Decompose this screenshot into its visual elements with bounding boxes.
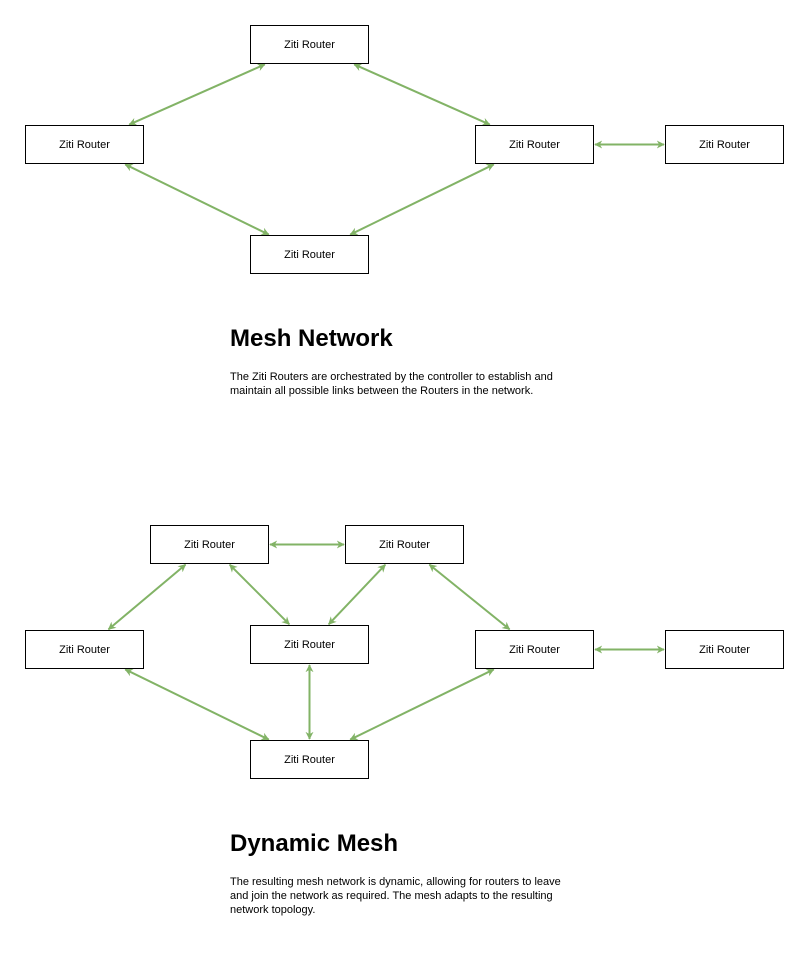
router-link-arrow xyxy=(349,668,495,741)
router-node[interactable]: Ziti Router xyxy=(250,235,369,274)
router-link-arrow xyxy=(107,563,187,631)
router-node[interactable]: Ziti Router xyxy=(150,525,269,564)
dynamic-mesh-links xyxy=(107,540,665,741)
router-link-arrow xyxy=(428,563,511,631)
router-link-arrow xyxy=(229,563,291,626)
router-node[interactable]: Ziti Router xyxy=(250,740,369,779)
router-node[interactable]: Ziti Router xyxy=(345,525,464,564)
router-link-arrow xyxy=(353,63,491,126)
router-node[interactable]: Ziti Router xyxy=(475,125,594,164)
router-link-arrow xyxy=(124,668,270,741)
dynamic-mesh-description: The resulting mesh network is dynamic, a… xyxy=(230,876,561,916)
router-link-arrow xyxy=(349,163,495,236)
router-link-arrow xyxy=(128,63,266,126)
router-node[interactable]: Ziti Router xyxy=(25,125,144,164)
router-node[interactable]: Ziti Router xyxy=(250,625,369,664)
mesh-network-description: The Ziti Routers are orchestrated by the… xyxy=(230,371,553,397)
router-link-arrow xyxy=(124,163,270,236)
router-node[interactable]: Ziti Router xyxy=(665,630,784,669)
mesh-network-links xyxy=(124,63,665,236)
dynamic-mesh-title: Dynamic Mesh xyxy=(230,830,399,857)
mesh-network-title: Mesh Network xyxy=(230,325,393,352)
router-node[interactable]: Ziti Router xyxy=(475,630,594,669)
router-node[interactable]: Ziti Router xyxy=(665,125,784,164)
router-link-arrow xyxy=(327,564,387,625)
router-node[interactable]: Ziti Router xyxy=(250,25,369,64)
router-node[interactable]: Ziti Router xyxy=(25,630,144,669)
